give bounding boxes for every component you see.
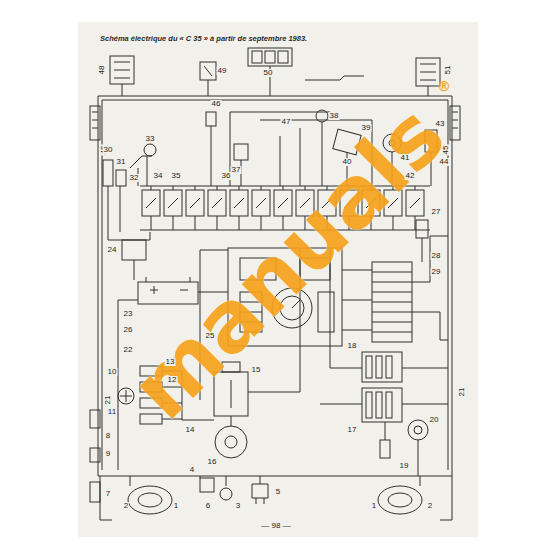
callout-number: 43 <box>435 120 446 128</box>
callout-number: 50 <box>263 69 274 77</box>
callout-number: 38 <box>329 112 340 120</box>
relay-symbol <box>208 186 226 230</box>
callout-number: 8 <box>105 432 111 440</box>
callout-number: 28 <box>431 252 442 260</box>
callout-number: 1 <box>371 502 377 510</box>
callout-number: 21 <box>458 387 466 398</box>
callout-number: 51 <box>444 65 452 76</box>
callout-number: 27 <box>431 208 442 216</box>
callout-number: 2 <box>427 502 433 510</box>
callout-number: 16 <box>207 458 218 466</box>
callout-number: 2 <box>123 502 129 510</box>
callout-number: 25 <box>205 332 216 340</box>
callout-number: 40 <box>342 158 353 166</box>
relay-symbol <box>186 186 204 230</box>
callout-number: 35 <box>171 172 182 180</box>
callout-number: 13 <box>165 358 176 366</box>
callout-number: 22 <box>123 346 134 354</box>
relay-symbol <box>230 186 248 230</box>
callout-number: 12 <box>167 376 178 384</box>
callout-number: 5 <box>275 488 281 496</box>
callout-number: 42 <box>405 172 416 180</box>
callout-number: 14 <box>185 426 196 434</box>
callout-number: 26 <box>123 326 134 334</box>
relay-symbol <box>142 186 160 230</box>
callout-number: 39 <box>361 124 372 132</box>
callout-number: 15 <box>251 366 262 374</box>
callout-number: 37 <box>231 166 242 174</box>
callout-number: 41 <box>400 154 411 162</box>
callout-number: 48 <box>98 65 106 76</box>
callout-number: 31 <box>116 158 127 166</box>
watermark-mark: ® <box>437 79 451 93</box>
callout-number: 32 <box>129 174 140 182</box>
callout-number: 1 <box>173 502 179 510</box>
callout-number: 23 <box>123 310 134 318</box>
callout-number: 3 <box>235 502 241 510</box>
callout-number: 7 <box>105 490 111 498</box>
callout-number: 36 <box>221 172 232 180</box>
callout-number: 19 <box>399 462 410 470</box>
callout-number: 44 <box>439 158 450 166</box>
wiring <box>90 48 460 520</box>
callout-number: 29 <box>431 268 442 276</box>
callout-number: 20 <box>429 416 440 424</box>
page-ground <box>78 22 478 537</box>
callout-number: 46 <box>211 100 222 108</box>
callout-number: 45 <box>442 145 450 156</box>
callout-number: 47 <box>281 118 292 126</box>
callout-number: 4 <box>189 466 195 474</box>
diagram-title: Schéma électrique du « C 35 » à partir d… <box>100 34 307 43</box>
callout-number: 11 <box>107 408 117 416</box>
callout-number: — 98 — <box>260 522 291 530</box>
callout-number: 18 <box>347 342 358 350</box>
callout-number: 6 <box>205 502 211 510</box>
callout-number: 24 <box>107 246 118 254</box>
callout-number: 10 <box>107 368 118 376</box>
callout-number: 49 <box>217 67 228 75</box>
callout-number: 34 <box>153 172 164 180</box>
relay-symbol <box>164 186 182 230</box>
callout-number: 30 <box>103 146 114 154</box>
callout-number: 17 <box>347 426 358 434</box>
callout-number: 9 <box>105 450 111 458</box>
callout-number: 21 <box>104 395 112 406</box>
callout-number: 33 <box>145 135 156 143</box>
